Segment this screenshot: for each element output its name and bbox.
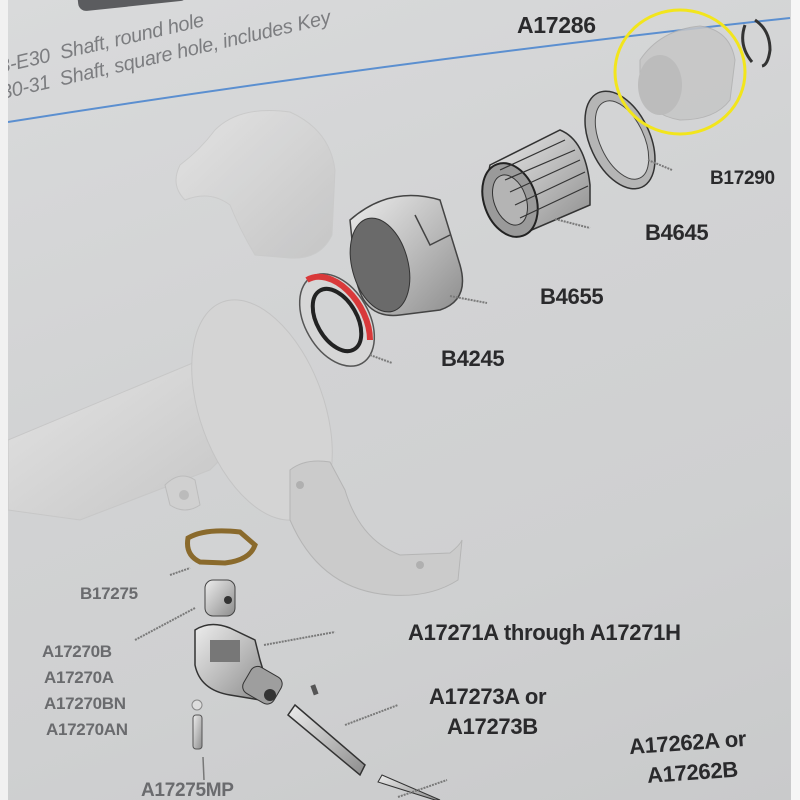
page-edge-right [791, 0, 800, 800]
part-label-A17270AN: A17270AN [46, 720, 128, 739]
part-label-B17275: B17275 [80, 584, 138, 603]
catalog-page: 8-E30 Shaft, round hole 30-31 Shaft, squ… [8, 0, 791, 800]
part-label-A17270B: A17270B [42, 642, 112, 661]
pump-housing-icon [194, 623, 283, 705]
part-label-A17271: A17271A through A17271H [408, 620, 681, 645]
part-label-A17275MP: A17275MP [141, 780, 234, 800]
part-label-B4245: B4245 [441, 346, 505, 371]
part-label-A17270BN: A17270BN [44, 694, 126, 713]
part-label-A17286: A17286 [517, 12, 596, 38]
shaft-end-icon [377, 774, 441, 800]
shaft-icon [286, 684, 366, 777]
needle-bearing-icon [481, 129, 591, 238]
lower-housing-ghost-icon [289, 460, 463, 596]
highlight-circle [613, 8, 747, 136]
part-label-B4645: B4645 [645, 220, 709, 245]
gasket-icon [185, 528, 258, 566]
threaded-bushing-icon [638, 25, 736, 121]
screw-icon [191, 699, 205, 781]
part-label-A17273-line1: A17273A or [429, 684, 547, 709]
leader-lines [134, 159, 673, 798]
split-bushing-icon [349, 194, 464, 317]
snap-ring-icon [741, 18, 772, 68]
part-label-A17273: A17273A or A17273B [429, 682, 547, 742]
upper-housing-ghost-icon [175, 109, 336, 259]
part-label-A17273-line2: A17273B [447, 714, 538, 739]
page-edge-left [0, 0, 8, 800]
thrust-washer-icon [584, 90, 656, 190]
part-label-B17290: B17290 [710, 168, 775, 189]
part-label-B4655: B4655 [540, 284, 604, 309]
part-label-A17262: A17262A or A17262B [628, 724, 749, 792]
oil-seal-icon [298, 273, 376, 367]
spur-gear-icon [204, 579, 236, 617]
part-label-A17270A: A17270A [44, 668, 114, 687]
exploded-parts-diagram [8, 8, 791, 800]
